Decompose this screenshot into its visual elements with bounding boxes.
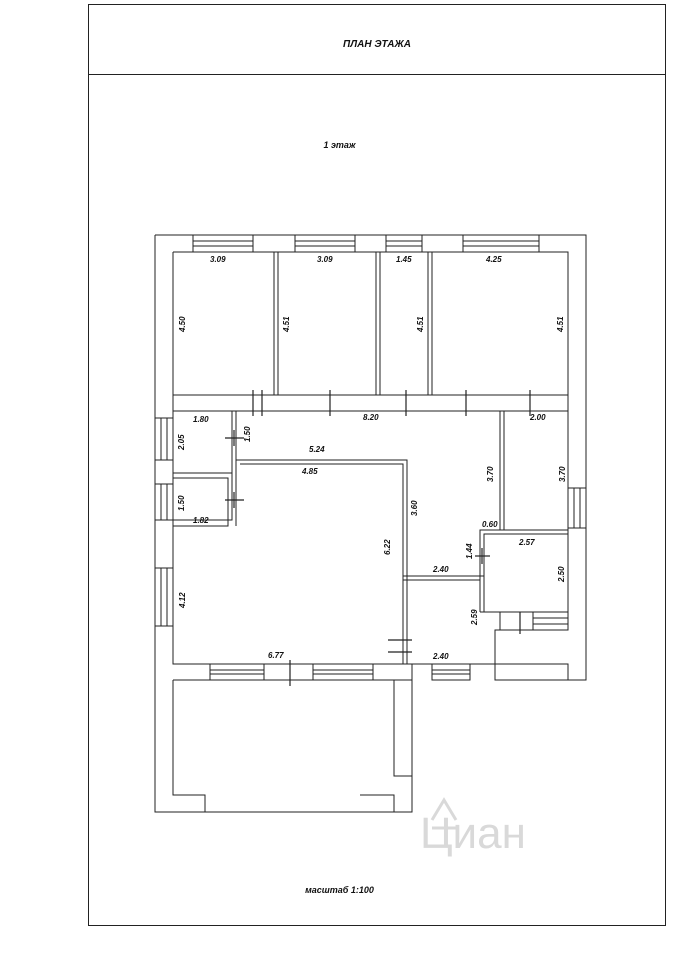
dimension-labels: 3.09 3.09 1.45 4.25 4.50 4.51 4.51 4.51 … — [177, 255, 567, 661]
dim-small2-width: 1.82 — [193, 516, 209, 525]
dim-hall-length: 8.20 — [363, 413, 379, 422]
window — [532, 611, 569, 631]
window — [312, 663, 374, 681]
page-title: ПЛАН ЭТАЖА — [343, 39, 411, 50]
dim-room4-depth: 4.51 — [556, 316, 565, 333]
dim-left-depth: 4.12 — [178, 592, 187, 609]
interior-walls — [173, 252, 568, 664]
dim-room2-width: 3.09 — [317, 255, 333, 264]
dim-bottom-right-width: 2.40 — [432, 652, 449, 661]
dim-corridor-depth: 3.60 — [410, 500, 419, 516]
window — [209, 663, 265, 681]
dim-door-width: 1.50 — [243, 426, 252, 442]
dim-bath-height: 1.44 — [465, 543, 474, 559]
window — [567, 487, 587, 529]
watermark-logo — [430, 797, 458, 830]
dim-big-room-width: 4.85 — [301, 467, 318, 476]
dim-right-room-width: 2.00 — [529, 413, 546, 422]
dim-room1-depth: 4.50 — [178, 316, 187, 333]
dim-small1-depth: 2.05 — [177, 434, 186, 451]
window — [154, 483, 174, 521]
windows — [154, 234, 587, 681]
dim-mid-width: 2.40 — [432, 565, 449, 574]
dim-room1-width: 3.09 — [210, 255, 226, 264]
window — [154, 567, 174, 627]
watermark-text: Циан — [420, 809, 526, 858]
dim-bath-depth: 2.50 — [557, 566, 566, 583]
drawing-frame: ПЛАН ЭТАЖА — [88, 4, 666, 926]
dim-bath-width: 2.57 — [518, 538, 535, 547]
title-block: ПЛАН ЭТАЖА — [89, 5, 665, 75]
window — [294, 234, 356, 253]
scale-label: масштаб 1:100 — [305, 885, 374, 895]
dim-room2-depth: 4.51 — [282, 316, 291, 333]
dim-room4-width: 4.25 — [485, 255, 502, 264]
dim-bottom-width: 6.77 — [268, 651, 284, 660]
dim-gap: 0.60 — [482, 520, 498, 529]
dim-corridor-length: 5.24 — [309, 445, 325, 454]
dim-right-room-left: 3.70 — [486, 466, 495, 482]
window — [192, 234, 254, 253]
window — [154, 417, 174, 461]
dim-big-room-depth: 6.22 — [383, 539, 392, 555]
outer-walls — [154, 234, 587, 813]
window — [385, 234, 423, 253]
door-markers — [225, 390, 531, 686]
dim-small2-depth: 1.50 — [177, 495, 186, 511]
dim-mid-depth: 2.59 — [470, 609, 479, 626]
dim-right-room-right: 3.70 — [558, 466, 567, 482]
dim-room3-depth: 4.51 — [416, 316, 425, 333]
window — [462, 234, 540, 253]
dim-room3-width: 1.45 — [396, 255, 412, 264]
window — [431, 663, 471, 681]
dim-small1-width: 1.80 — [193, 415, 209, 424]
floor-label: 1 этаж — [323, 140, 356, 150]
